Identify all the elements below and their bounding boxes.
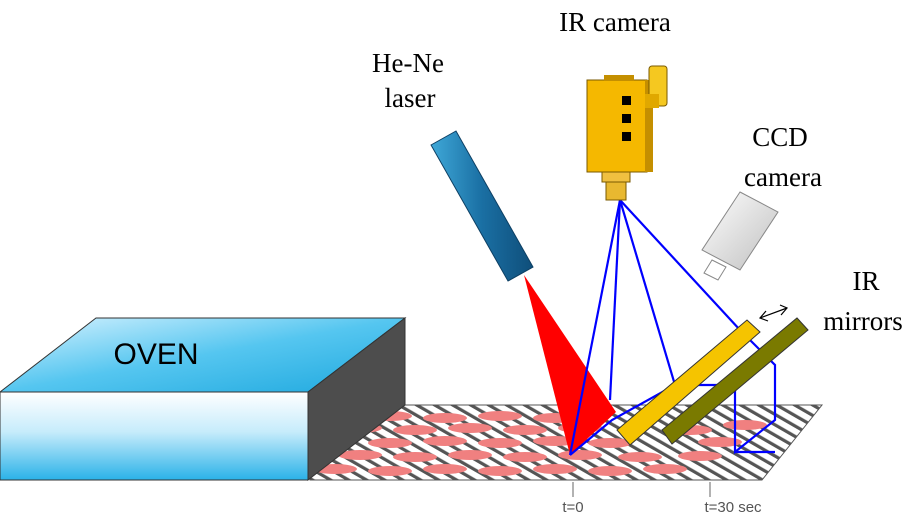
laser-beam [524, 275, 616, 455]
ir-camera [586, 65, 668, 201]
time-axis: t=0 t=30 sec [562, 482, 762, 513]
he-ne-laser [430, 130, 616, 455]
arrow-double-icon [758, 304, 788, 322]
mirrors-label-line2: mirrors [823, 306, 902, 336]
t-end-label: t=30 sec [704, 499, 762, 513]
mirrors-label-line1: IR [853, 266, 880, 296]
ir-camera-rays [568, 199, 777, 456]
ir-mirrors [616, 304, 809, 446]
oven: OVEN [0, 316, 407, 482]
ccd-label-line2: camera [744, 162, 822, 192]
ir-camera-label: IR camera [559, 7, 671, 37]
oven-label: OVEN [113, 338, 198, 371]
laser-label-line1: He-Ne [372, 48, 444, 78]
laser-label-line2: laser [385, 83, 436, 113]
ccd-label-line1: CCD [752, 122, 808, 152]
t-start-label: t=0 [562, 499, 583, 513]
ccd-camera [701, 191, 779, 281]
